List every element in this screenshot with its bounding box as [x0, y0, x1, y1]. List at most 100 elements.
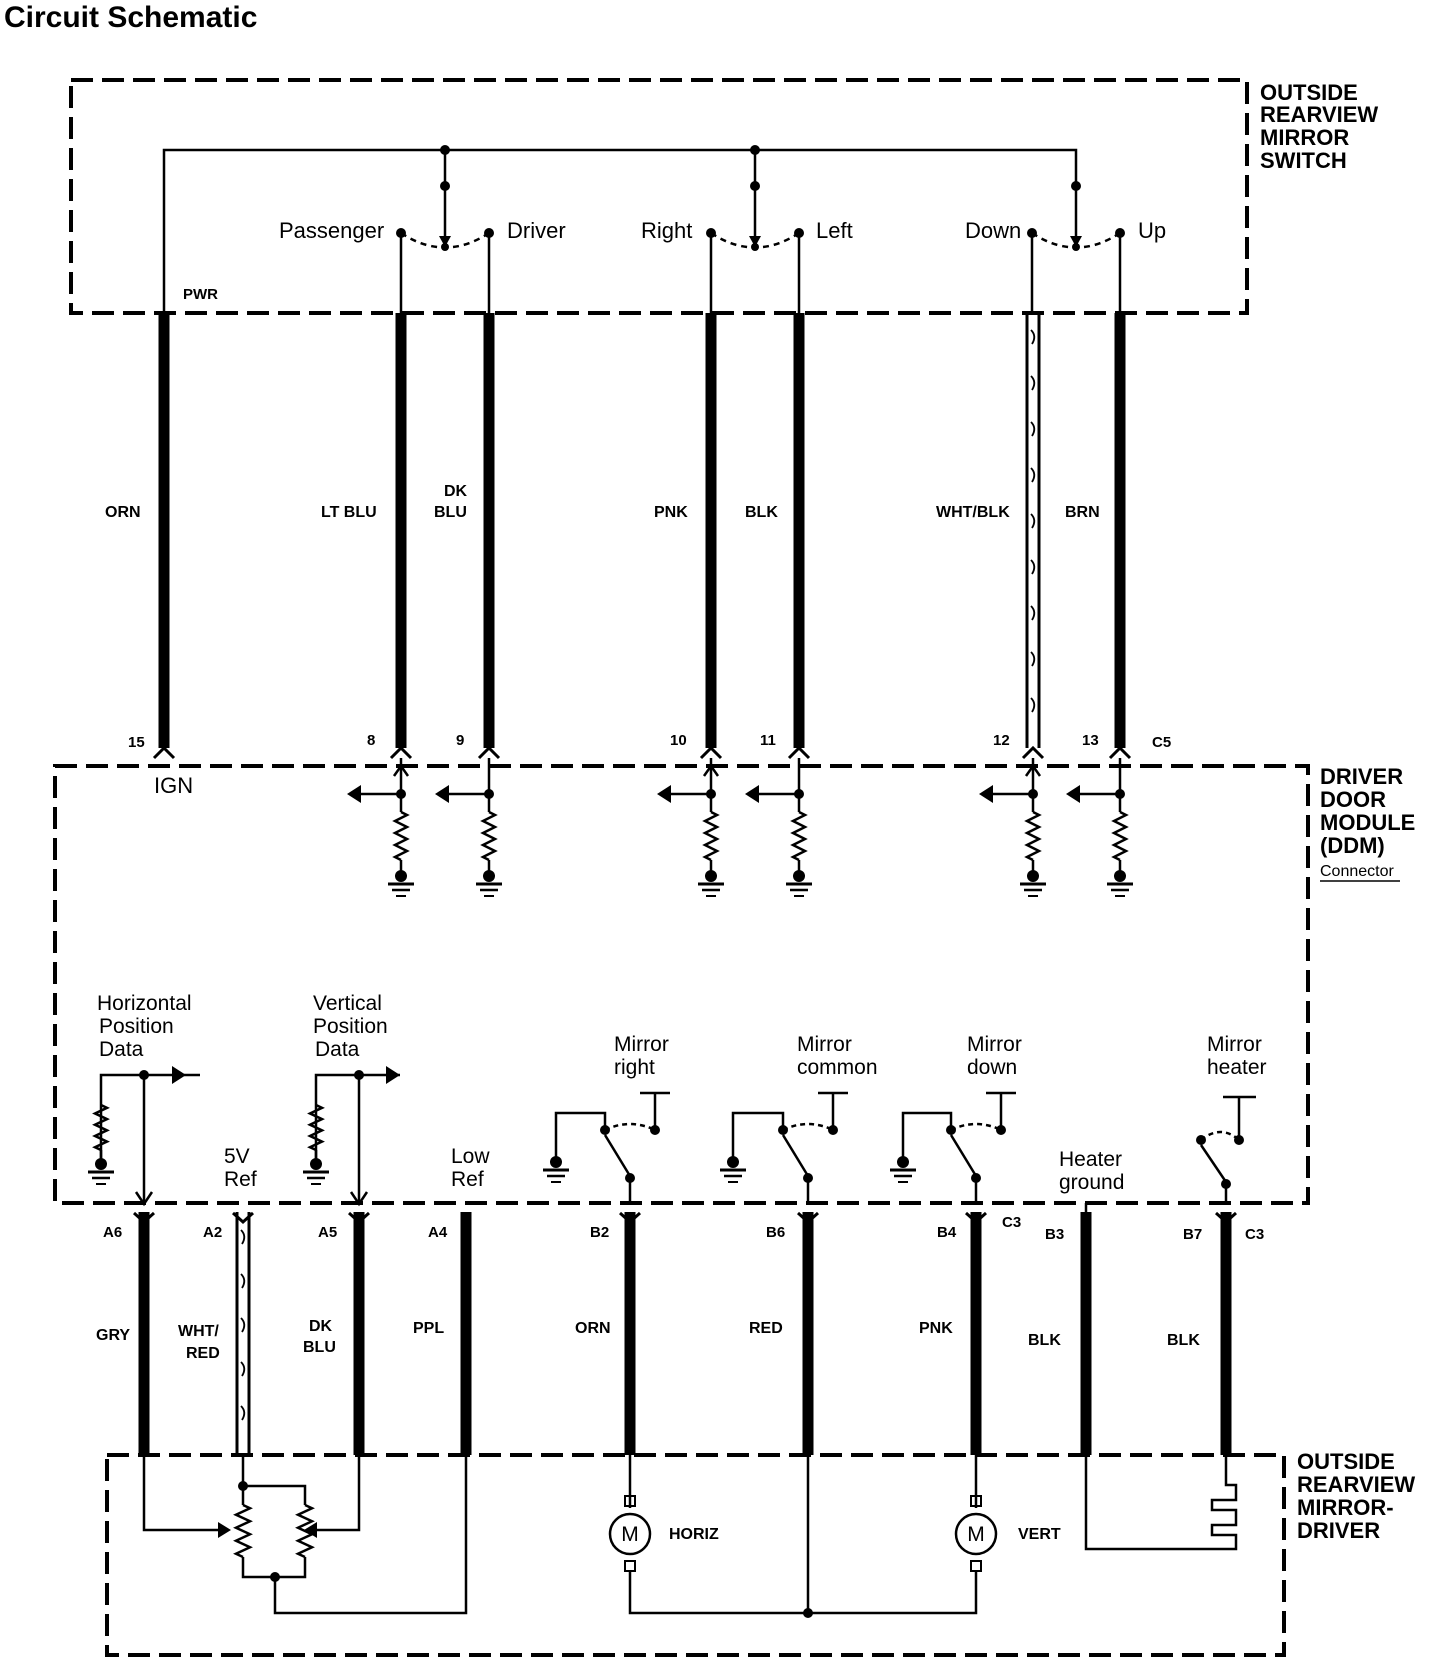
ground-icon	[303, 1158, 329, 1185]
wire-dk-blu-lower-label-1: DK	[309, 1318, 333, 1335]
pin-10: 10	[670, 732, 687, 749]
mirror-heater-label: Mirror heater	[1207, 1033, 1267, 1079]
wire-brn-label: BRN	[1065, 504, 1100, 521]
right-left-switch	[706, 228, 804, 313]
svg-text:DRIVER: DRIVER	[1297, 1518, 1380, 1543]
stripe	[240, 1229, 246, 1245]
sensor-pulldown-1	[303, 1103, 329, 1185]
input-arrow	[702, 763, 720, 777]
wire-gry-label: GRY	[96, 1327, 130, 1344]
lower-connector-chevrons	[132, 1211, 1238, 1225]
page-title: Circuit Schematic	[4, 1, 257, 34]
upper-harness-wires	[158, 313, 1126, 748]
svg-text:MIRROR-: MIRROR-	[1297, 1495, 1394, 1520]
ground-icon	[786, 870, 812, 897]
stripe	[240, 1361, 246, 1377]
left-label: Left	[816, 218, 853, 243]
svg-text:Mirror: Mirror	[1207, 1033, 1262, 1056]
pin-12: 12	[993, 732, 1010, 749]
wire-orn-label: ORN	[105, 504, 141, 521]
svg-text:right: right	[614, 1056, 655, 1079]
svg-text:Connector: Connector	[1320, 863, 1394, 880]
ddm-relays	[543, 1091, 1256, 1212]
svg-text:OUTSIDE: OUTSIDE	[1297, 1449, 1395, 1474]
wire-wht-red-label-1: WHT/	[178, 1323, 219, 1340]
pin-a4: A4	[428, 1224, 448, 1241]
wht-blk-stripes	[1030, 329, 1036, 713]
ground-icon	[1107, 870, 1133, 897]
wht-red-stripes	[240, 1229, 246, 1421]
down-up-switch	[1027, 228, 1125, 313]
input-arrow	[1024, 763, 1042, 777]
input-circuit-1	[435, 758, 502, 897]
svg-text:5V: 5V	[224, 1145, 250, 1168]
mirror-right-label: Mirror right	[614, 1033, 669, 1079]
stripe	[1030, 513, 1036, 529]
mirror-driver-box-outline	[105, 1453, 1286, 1657]
passenger-label: Passenger	[279, 218, 384, 243]
heater-ground-label: Heater ground	[1059, 1148, 1124, 1194]
ground-icon	[543, 1156, 569, 1183]
ddm-box-label: DRIVER DOOR MODULE (DDM) Connector	[1320, 764, 1415, 882]
wire-red-label: RED	[749, 1320, 783, 1337]
relay-2	[890, 1091, 1016, 1205]
vertical-position-data-circuit	[314, 1066, 400, 1207]
pin-8: 8	[367, 732, 375, 749]
wire-dk-blu-label-1: DK	[444, 483, 468, 500]
svg-text:Heater: Heater	[1059, 1148, 1122, 1171]
potentiometer-1	[295, 1503, 315, 1559]
wire-wht-blk-label: WHT/BLK	[936, 504, 1010, 521]
svg-text:Ref: Ref	[224, 1168, 257, 1191]
svg-text:(DDM): (DDM)	[1320, 833, 1385, 858]
driver-label: Driver	[507, 218, 566, 243]
svg-text:OUTSIDE: OUTSIDE	[1260, 80, 1358, 105]
wire-pnk-label: PNK	[654, 504, 688, 521]
input-circuit-4	[979, 758, 1046, 897]
svg-text:ground: ground	[1059, 1171, 1124, 1194]
svg-text:common: common	[797, 1056, 878, 1079]
svg-text:REARVIEW: REARVIEW	[1297, 1472, 1415, 1497]
wire-dk-blu-lower-label-2: BLU	[303, 1339, 336, 1356]
mirror-common-label: Mirror common	[797, 1033, 878, 1079]
switch-power-bus	[162, 145, 1082, 313]
svg-text:Position: Position	[99, 1015, 174, 1038]
stripe	[1030, 559, 1036, 575]
position-sensor-potentiometers	[142, 1455, 468, 1615]
vert-motor-symbol: M	[967, 1523, 985, 1546]
ground-icon	[720, 1156, 746, 1183]
vert-motor: M	[954, 1455, 998, 1572]
connector-c3-a: C3	[1002, 1214, 1021, 1231]
svg-text:MIRROR: MIRROR	[1260, 125, 1349, 150]
ddm-box-outline	[53, 764, 1310, 1205]
stripe	[1030, 605, 1036, 621]
wire-dk-blu-label-2: BLU	[434, 504, 467, 521]
input-circuit-3	[745, 758, 812, 897]
svg-text:Mirror: Mirror	[967, 1033, 1022, 1056]
wire-orn-lower-label: ORN	[575, 1320, 611, 1337]
connector-c3-b: C3	[1245, 1226, 1264, 1243]
ddm-input-circuits	[347, 758, 1133, 897]
common-motor-wire	[803, 1455, 813, 1618]
switch-box-outline	[69, 78, 1249, 315]
pin-b4: B4	[937, 1224, 957, 1241]
up-label: Up	[1138, 218, 1166, 243]
ign-label: IGN	[154, 773, 193, 798]
stripe	[1030, 651, 1036, 667]
stripe	[1030, 421, 1036, 437]
pin-9: 9	[456, 732, 464, 749]
input-circuit-5	[1066, 758, 1133, 897]
horiz-motor-label: HORIZ	[669, 1526, 719, 1543]
svg-text:Mirror: Mirror	[614, 1033, 669, 1056]
stripe	[240, 1273, 246, 1289]
horizontal-position-data-circuit	[99, 1066, 200, 1207]
wire-ppl-label: PPL	[413, 1320, 444, 1337]
ground-icon	[88, 1158, 114, 1185]
wire-blk-b7-label: BLK	[1167, 1332, 1200, 1349]
input-circuit-0	[347, 758, 414, 897]
svg-text:Data: Data	[315, 1038, 360, 1061]
mirror-down-label: Mirror down	[967, 1033, 1022, 1079]
switch-box-label: OUTSIDE REARVIEW MIRROR SWITCH	[1260, 80, 1378, 173]
ground-icon	[890, 1156, 916, 1183]
horiz-motor-symbol: M	[621, 1523, 639, 1546]
potentiometer-zigzags	[233, 1503, 315, 1559]
